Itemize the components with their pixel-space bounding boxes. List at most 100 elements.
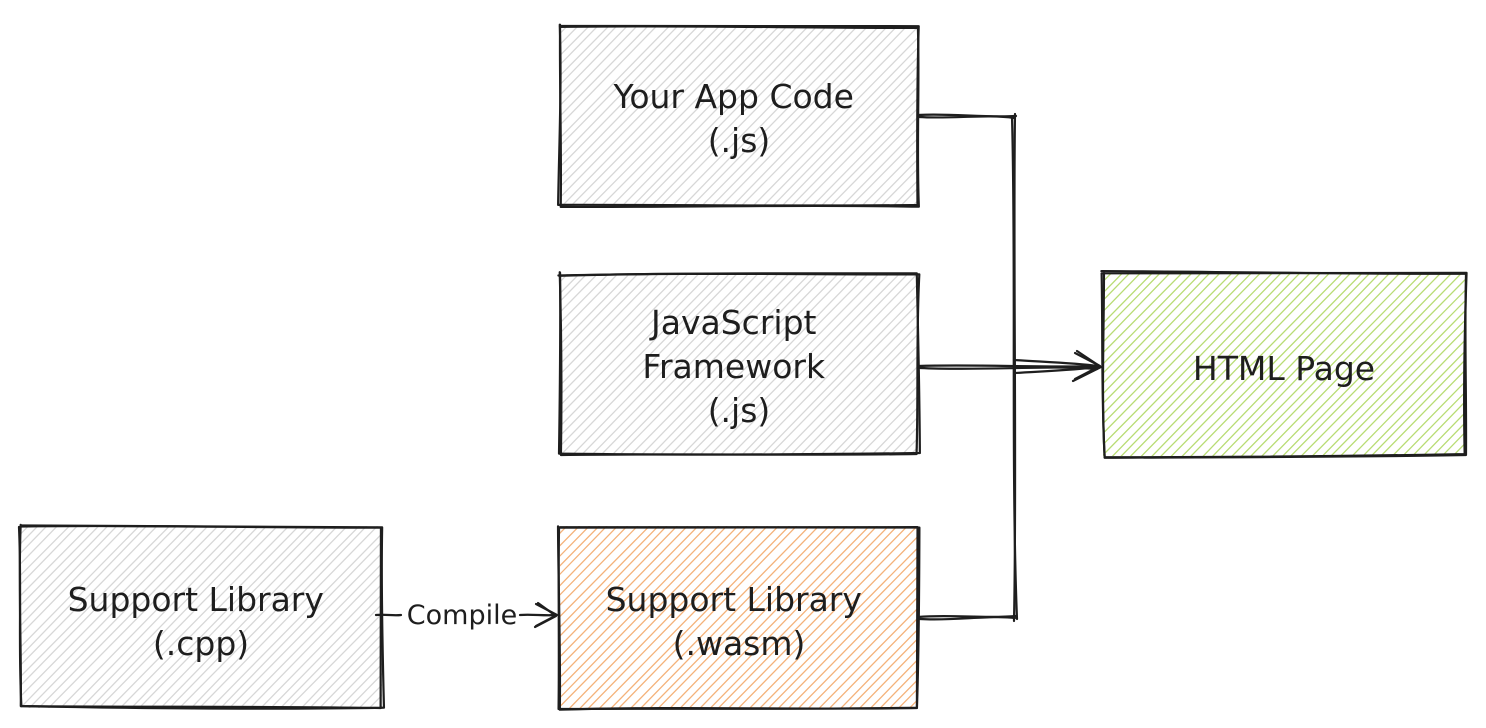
hatch-line — [749, 535, 918, 708]
hatch-line — [839, 374, 918, 455]
hatch-line — [20, 526, 71, 577]
hatch-line — [560, 26, 599, 66]
hatch-line — [1103, 273, 1282, 456]
hatch-line — [610, 26, 789, 206]
hatch-line — [1140, 273, 1322, 456]
hatch-line — [1220, 273, 1401, 456]
hatch-line — [671, 26, 850, 206]
hatch-line — [958, 272, 1141, 457]
hatch-line — [1103, 273, 1183, 354]
hatch-line — [1040, 24, 1218, 208]
hatch-line — [1103, 273, 1211, 385]
hatch-line — [1330, 319, 1465, 456]
hatch-line — [1271, 273, 1453, 456]
hatch-line — [20, 526, 158, 667]
hatch-line — [20, 526, 141, 649]
label-line: HTML Page — [1193, 349, 1375, 388]
hatch-line — [560, 26, 671, 139]
hatch-line — [682, 26, 859, 206]
connector-merge-to-html — [916, 112, 1103, 623]
hatch-line — [717, 526, 899, 708]
hatch-line — [1009, 24, 1189, 208]
hatch-line — [560, 274, 599, 314]
border-stroke — [558, 23, 920, 209]
hatch-line — [1103, 273, 1253, 425]
hatch-line — [777, 564, 918, 708]
hatch-line — [1351, 339, 1465, 456]
hatch-line — [629, 274, 811, 455]
hatch-line — [560, 526, 739, 708]
hatch-line — [740, 26, 918, 206]
connector-framework-to-html — [916, 364, 1100, 368]
hatch-line — [1129, 273, 1311, 456]
hatch-line — [560, 274, 619, 334]
hatch-line — [1069, 24, 1251, 208]
hatch-line — [710, 26, 889, 206]
connector-bus-to-html-stroke2 — [1013, 365, 1099, 375]
hatch-line — [20, 526, 30, 536]
hatch-line — [560, 26, 689, 159]
hatch-line — [730, 274, 909, 455]
hatch-line — [640, 274, 818, 455]
connector-compile: Compile — [374, 600, 559, 631]
hatch-line — [560, 26, 638, 107]
hatch-line — [560, 274, 639, 355]
hatch-line — [560, 526, 619, 587]
hatch-line — [650, 274, 828, 455]
hatch-line — [571, 274, 750, 455]
hatch-line — [879, 167, 918, 206]
hatch-line — [787, 575, 918, 708]
label-line: (.js) — [708, 391, 771, 430]
hatch-line — [1441, 431, 1465, 456]
hatch-line — [560, 526, 700, 668]
hatch-line — [560, 274, 659, 376]
hatch-line — [560, 526, 720, 689]
hatch-line — [560, 26, 658, 126]
hatch-line — [789, 324, 918, 455]
hatch-line — [1103, 273, 1233, 405]
hatch-line — [249, 571, 382, 708]
border-stroke — [558, 271, 921, 457]
hatch-line — [869, 658, 918, 708]
hatch-line — [669, 526, 848, 708]
hatch-line — [848, 637, 918, 708]
hatch-line — [889, 425, 918, 455]
hatch-line — [840, 628, 918, 708]
compile-line-right — [518, 613, 558, 617]
hatch-line — [1300, 289, 1465, 456]
hatch-line — [1029, 524, 1209, 710]
hatch-line — [560, 274, 700, 417]
hatch-line — [737, 526, 918, 708]
hatch-line — [560, 526, 639, 606]
hatch-line — [1103, 273, 1171, 344]
hatch-line — [560, 526, 709, 679]
label-line: JavaScript — [649, 303, 816, 342]
hatch-line — [649, 526, 831, 708]
hatch-line — [20, 526, 178, 687]
hatch-line — [1103, 273, 1142, 313]
hatch-line — [1170, 273, 1352, 456]
hatch-line — [560, 26, 709, 179]
hatch-line — [89, 526, 268, 708]
hatch-line — [811, 97, 918, 206]
hatch-line — [731, 26, 908, 206]
hatch-line — [749, 283, 918, 455]
hatch-line — [560, 526, 728, 699]
hatch-line — [650, 26, 828, 206]
hatch-line — [800, 85, 918, 206]
hatch-line — [560, 274, 569, 283]
hatch-line — [47, 526, 230, 708]
hatch-line — [1060, 24, 1240, 208]
node-html-page: HTML Page — [1100, 269, 1468, 459]
hatch-line — [560, 526, 689, 658]
hatch-line — [999, 24, 1180, 208]
hatch-line — [20, 526, 128, 637]
hatch-line — [560, 26, 569, 35]
hatch-line — [560, 274, 631, 346]
hatch-line — [858, 395, 918, 455]
node-border — [557, 23, 920, 209]
hatch-line — [1190, 273, 1371, 456]
hatch-line — [1103, 273, 1221, 395]
hatch-line — [600, 274, 779, 455]
hatch-line — [761, 293, 918, 455]
